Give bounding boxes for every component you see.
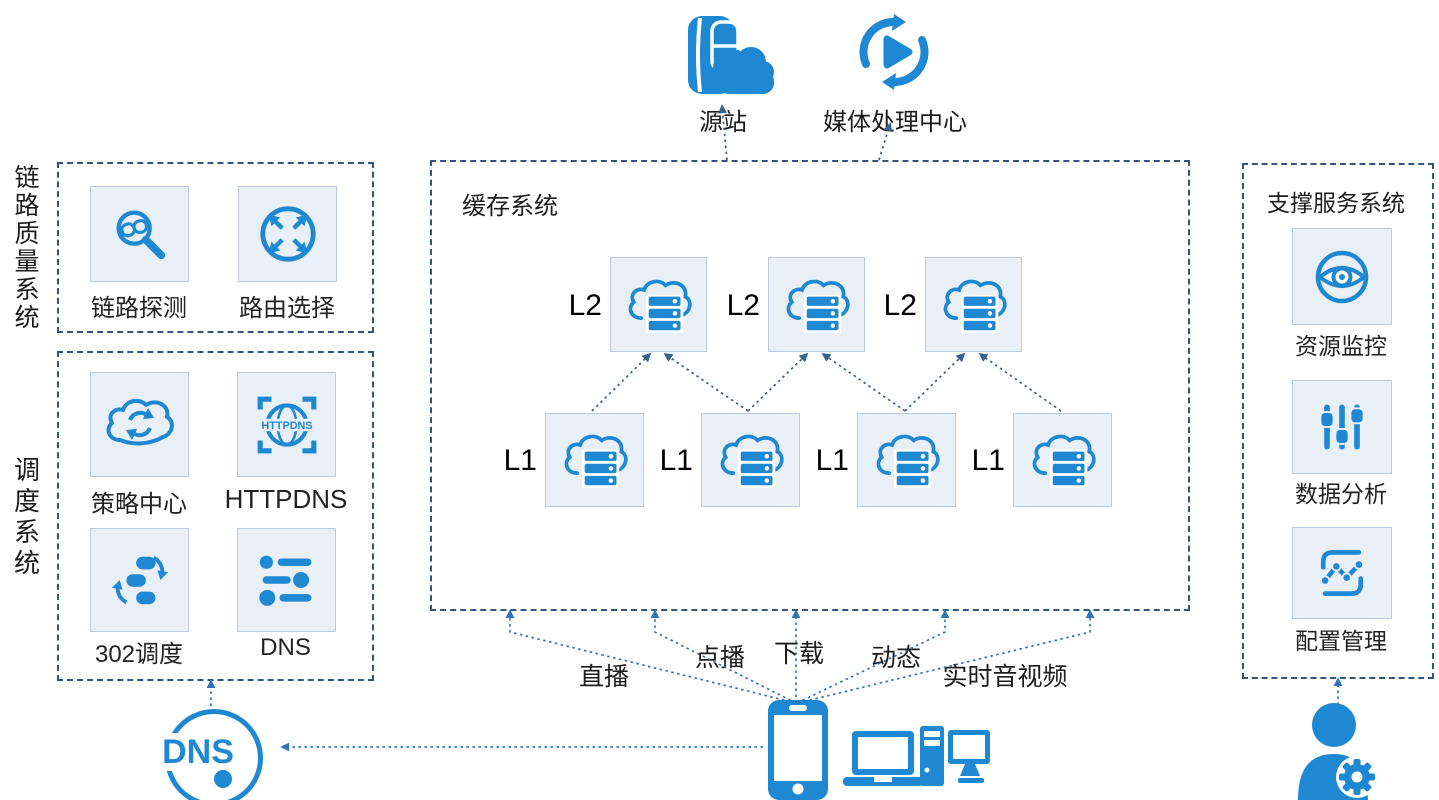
dispatch-302-label: 302调度 <box>94 641 184 668</box>
media-center-label: 媒体处理中心 <box>823 109 967 136</box>
dns-sliders-card <box>237 528 336 632</box>
laptop-icon <box>843 731 923 786</box>
l2-cache-node-2 <box>768 257 865 352</box>
link-probe-card <box>90 186 189 282</box>
resource-monitor-card <box>1292 228 1392 325</box>
httpdns-icon-text: HTTPDNS <box>261 420 312 432</box>
resource-monitor-eye-icon <box>1315 250 1369 303</box>
service-label-dynamic: 动态 <box>870 644 921 672</box>
resource-monitor-label: 资源监控 <box>1295 333 1387 359</box>
httpdns-label: HTTPDNS <box>224 484 348 514</box>
data-analysis-sliders-icon <box>1319 404 1365 450</box>
policy-center-card <box>90 372 189 477</box>
cloud-server-icon <box>1032 434 1096 489</box>
l2-node-label: L2 <box>883 289 917 322</box>
l1-cache-node-3 <box>857 413 956 507</box>
dns-circle-dot <box>214 770 232 788</box>
cloud-server-icon <box>943 279 1007 333</box>
admin-user-gear-icon <box>1298 703 1378 800</box>
route-select-icon <box>259 206 316 262</box>
data-analysis-card <box>1292 380 1392 474</box>
l1-cache-node-2 <box>701 413 800 507</box>
dns-card-label: DNS <box>260 634 311 661</box>
service-label-live: 直播 <box>578 663 629 691</box>
link-probe-label: 链路探测 <box>91 295 187 322</box>
cloud-server-icon <box>876 434 940 489</box>
route-select-label: 路由选择 <box>239 295 335 322</box>
dispatch-302-icon <box>111 555 168 605</box>
gear-icon <box>1339 759 1375 795</box>
cloud-server-icon <box>720 434 784 489</box>
data-analysis-label: 数据分析 <box>1295 481 1387 507</box>
config-management-label: 配置管理 <box>1295 628 1387 654</box>
dispatch-302-card <box>90 528 189 632</box>
support-panel-title: 支撑服务系统 <box>1267 190 1405 216</box>
config-management-card <box>1292 527 1392 619</box>
l2-cache-node-1 <box>610 257 707 352</box>
dns-sliders-icon <box>258 555 311 606</box>
scheduling-panel <box>57 351 374 681</box>
origin-server-icon <box>688 16 774 94</box>
service-label-vod: 点播 <box>694 644 745 672</box>
link-quality-panel-title: 链路质量系统 <box>14 164 40 332</box>
cache-panel-title: 缓存系统 <box>462 193 558 220</box>
l2-cache-node-3 <box>925 257 1022 352</box>
desktop-icon <box>920 726 990 786</box>
route-select-card <box>238 186 337 282</box>
phone-icon <box>768 700 828 800</box>
scheduling-panel-title: 调度系统 <box>13 455 40 578</box>
dns-node-label: DNS <box>150 733 246 771</box>
service-label-download: 下载 <box>773 640 824 668</box>
cloud-server-icon <box>564 434 628 489</box>
l1-node-label: L1 <box>815 444 849 477</box>
l1-node-label: L1 <box>659 444 693 477</box>
media-center-icon <box>859 14 929 90</box>
l1-node-label: L1 <box>971 444 1005 477</box>
policy-center-label: 策略中心 <box>91 491 187 518</box>
cloud-server-icon <box>628 279 692 333</box>
l1-cache-node-1 <box>545 413 644 507</box>
config-management-chart-icon <box>1319 550 1365 596</box>
link-probe-icon <box>116 210 165 260</box>
policy-center-cloud-sync-icon <box>106 398 174 445</box>
l1-node-label: L1 <box>503 444 537 477</box>
service-label-rtav: 实时音视频 <box>942 663 1068 691</box>
httpdns-card: HTTPDNS <box>237 372 336 477</box>
l1-cache-node-4 <box>1013 413 1112 507</box>
origin-label: 源站 <box>699 109 747 136</box>
link-quality-panel <box>57 162 374 333</box>
l2-node-label: L2 <box>726 289 760 322</box>
l2-node-label: L2 <box>568 289 602 322</box>
cloud-server-icon <box>786 279 850 333</box>
httpdns-globe-icon: HTTPDNS <box>257 396 316 453</box>
cache-panel <box>430 160 1190 611</box>
